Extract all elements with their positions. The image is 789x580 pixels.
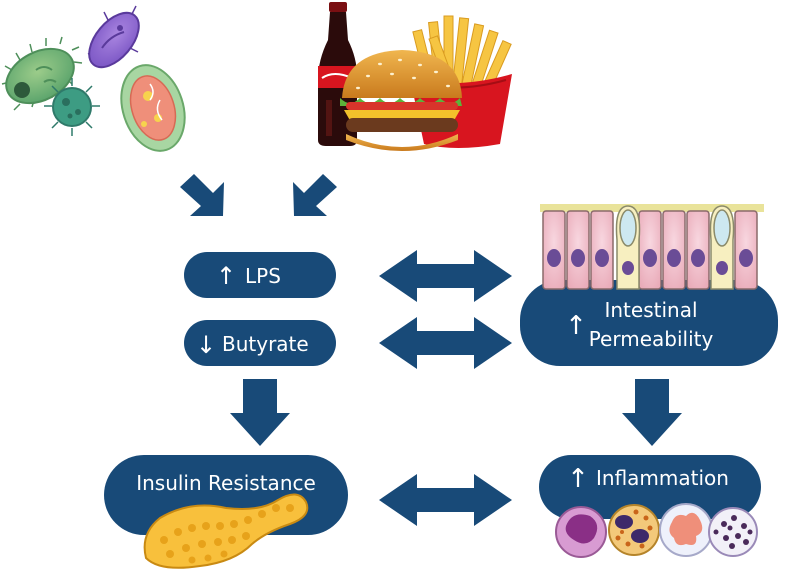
inflammation-box: ↑ Inflammation [539, 455, 761, 558]
permeability-arrow: ↑ [565, 311, 587, 341]
insulin-label: Insulin Resistance [136, 471, 316, 495]
purple-bacillus-icon [87, 5, 140, 69]
lps-label: LPS [245, 264, 281, 288]
insulin-resistance-box: Insulin Resistance [104, 455, 348, 569]
arrow-down-right-shape [180, 174, 224, 216]
green-bacillus-icon [1, 36, 83, 111]
protozoa-icon [120, 64, 186, 152]
burger-icon [340, 50, 462, 151]
arrow-down-butyrate-insulin [230, 379, 290, 446]
intestinal-permeability-box: ↑ Intestinal Permeability [520, 204, 778, 366]
bacteria-cluster-icon [1, 5, 186, 152]
double-arrow-lps-permeability [379, 250, 512, 302]
lps-arrow: ↑ [216, 262, 236, 290]
permeability-label-line1: Intestinal [604, 298, 697, 322]
inflammation-arrow: ↑ [567, 464, 589, 494]
eosinophil-icon [608, 504, 660, 556]
intestinal-epithelium-icon [540, 204, 764, 290]
inflammation-label: Inflammation [596, 466, 729, 490]
monocyte-icon [555, 506, 607, 558]
double-arrow-insulin-inflammation [379, 474, 512, 526]
junk-food-icon [318, 2, 512, 151]
pancreas-icon [143, 493, 309, 569]
neutrophil-icon [659, 503, 713, 557]
immune-cells-icon [555, 503, 758, 558]
permeability-label-line2: Permeability [589, 327, 714, 351]
arrow-down-permeability-inflammation [622, 379, 682, 446]
lps-box: ↑ LPS [184, 252, 336, 298]
arrow-down-left-shape [293, 174, 337, 216]
basophil-icon [708, 507, 758, 557]
butyrate-arrow: ↓ [196, 331, 216, 359]
double-arrow-butyrate-permeability [379, 317, 512, 369]
butyrate-label: Butyrate [222, 332, 309, 356]
teal-coccus-icon [44, 78, 100, 136]
butyrate-box: ↓ Butyrate [184, 320, 336, 366]
